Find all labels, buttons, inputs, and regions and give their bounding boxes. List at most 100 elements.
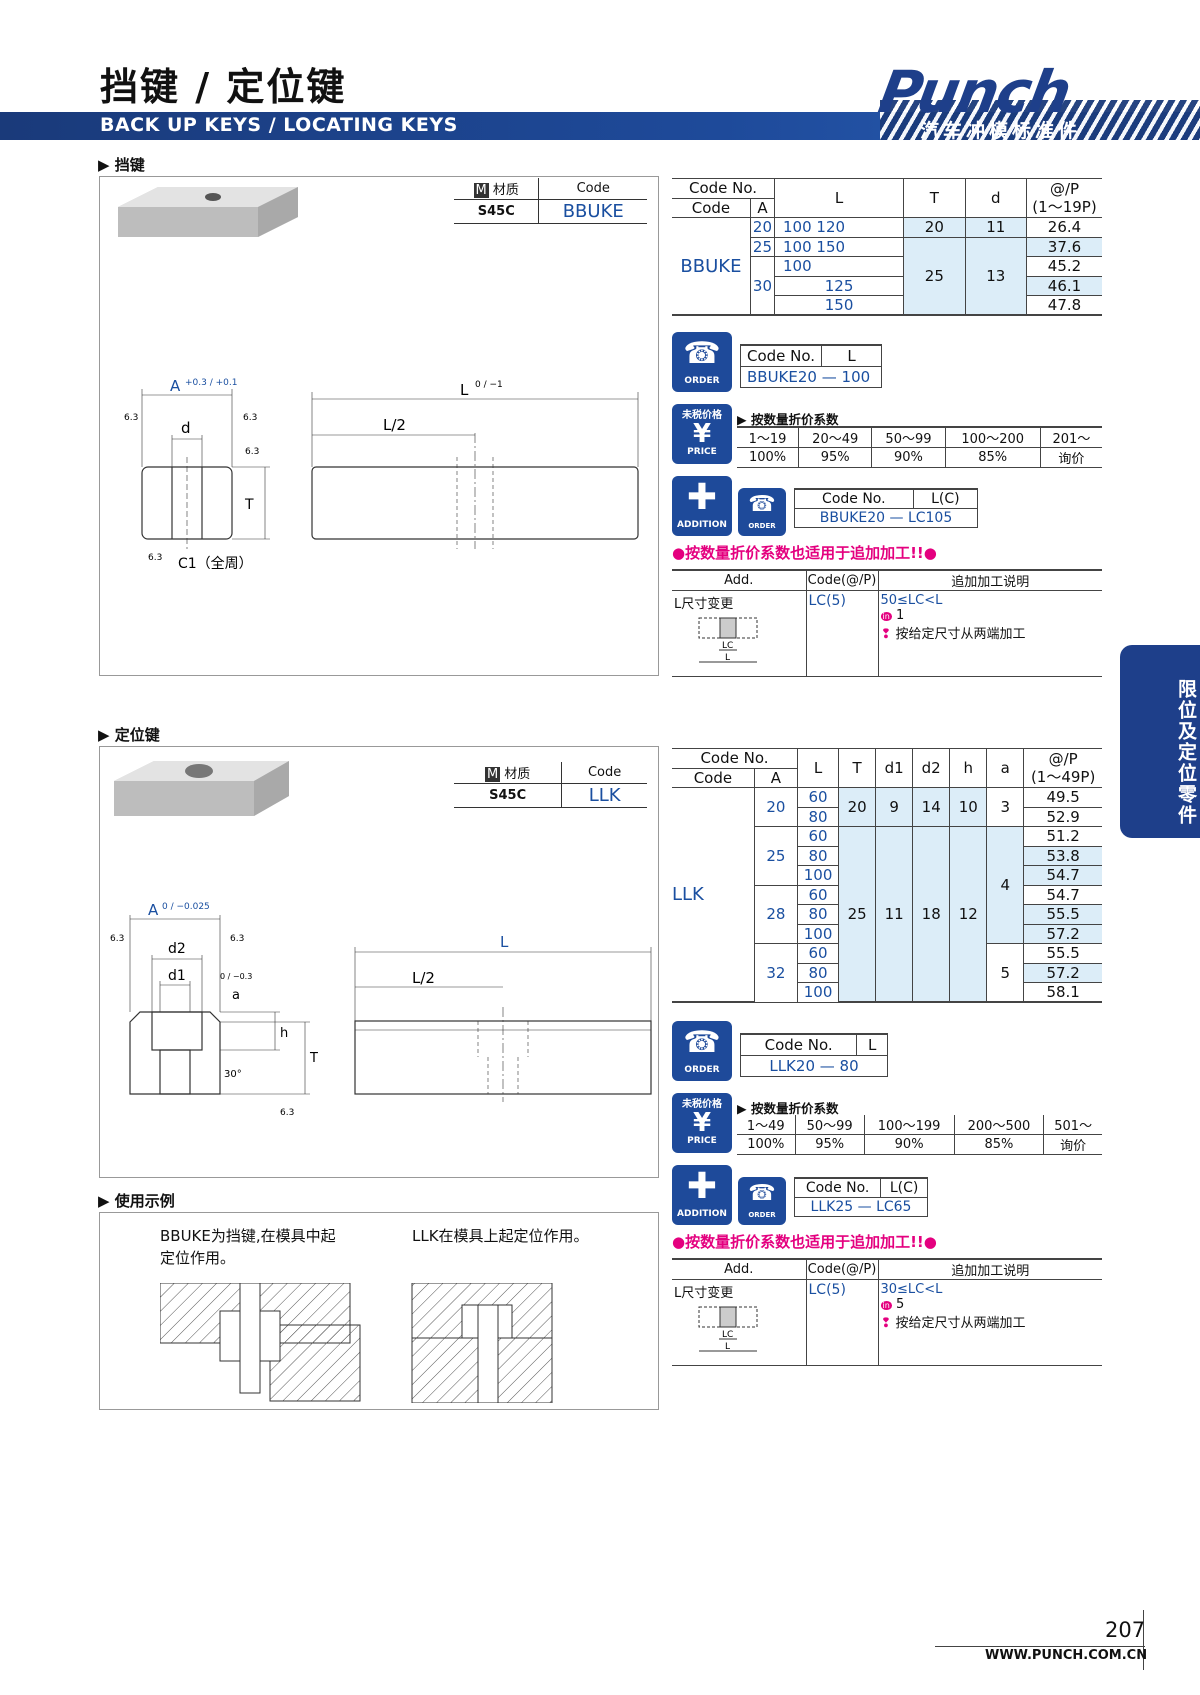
side-tab[interactable]: 限位及定位零件 — [1120, 645, 1200, 838]
order-badge-locating: ☎ORDER — [672, 1021, 732, 1081]
roughness-2: 6.3 — [243, 413, 257, 423]
yen-icon: ¥ — [692, 1108, 712, 1138]
roughness-3: 6.3 — [230, 934, 244, 944]
dim-a: A — [148, 901, 159, 919]
addition-example-backup: Code No.L(C) BBUKE20 — LC105 — [794, 488, 979, 528]
dim-d1: d1 — [168, 968, 186, 984]
usage-illustration — [160, 1283, 553, 1403]
info-icon: ❢ — [880, 1316, 892, 1331]
page-number: 207 — [1105, 1618, 1146, 1642]
phone-icon: ☎ — [683, 1025, 721, 1060]
brand-subtitle: 汽车冲模标准件 — [920, 120, 1082, 142]
dim-angle: 30° — [224, 1069, 242, 1080]
dim-h: h — [280, 1026, 288, 1041]
dim-d: d — [181, 419, 191, 437]
order-badge-small-locating: ☎ORDER — [738, 1177, 786, 1225]
dim-l2: L/2 — [412, 969, 435, 987]
price-badge-backup: 未税价格¥PRICE — [672, 404, 732, 464]
dim-d2: d2 — [168, 941, 186, 957]
svg-text:L: L — [725, 1342, 730, 1352]
lc-diagram: LC L — [698, 1306, 758, 1352]
drawing-box-backup: A +0.3 / +0.1 d T L 0 / −1 L/2 6.3 6.3 6… — [99, 176, 659, 676]
section-heading-backup: ▶ 挡键 — [98, 156, 145, 174]
addition-example-locating: Code No.L(C) LLK25 — LC65 — [793, 1177, 928, 1217]
price-title-backup: ▶ 按数量折价系数 — [737, 412, 839, 427]
roughness-4: 6.3 — [148, 553, 162, 563]
header-stripes — [880, 100, 1200, 140]
svg-text:LC: LC — [722, 641, 733, 651]
dim-t: T — [244, 497, 254, 513]
dim-a-tol2: 0 / −0.3 — [220, 972, 252, 981]
addition-note-backup: ●按数量折价系数也适用于追加加工!!● — [672, 544, 937, 562]
increment-icon: in — [880, 612, 892, 621]
section-heading-locating: ▶ 定位键 — [98, 726, 160, 744]
page-title: 挡键 / 定位键 — [100, 65, 347, 109]
dim-l: L — [460, 381, 469, 399]
order-badge-backup: ☎ORDER — [672, 332, 732, 392]
locating-key-drawing: A 0 / −0.025 d2 d1 a 0 / −0.3 h T L L/2 … — [110, 761, 652, 1118]
yen-icon: ¥ — [692, 419, 712, 449]
svg-text:LC: LC — [722, 1330, 733, 1340]
order-badge-small-backup: ☎ORDER — [738, 488, 786, 536]
footer-divider — [1143, 1610, 1144, 1670]
price-title-locating: ▶ 按数量折价系数 — [737, 1101, 839, 1116]
plus-icon: ✚ — [686, 1166, 718, 1207]
section-heading-example: ▶ 使用示例 — [98, 1192, 175, 1210]
order-example-locating: Code No.L LLK20 — 80 — [739, 1033, 888, 1077]
addition-badge-backup: ✚ADDITION — [672, 476, 732, 536]
price-badge-locating: 未税价格¥PRICE — [672, 1093, 732, 1153]
dim-a: A — [170, 377, 181, 395]
product-image — [118, 187, 298, 237]
increment-icon: in — [880, 1301, 892, 1310]
phone-icon: ☎ — [683, 336, 721, 371]
roughness-1: 6.3 — [124, 413, 138, 423]
phone-icon: ☎ — [748, 492, 776, 517]
dim-l-tol: 0 / −1 — [475, 380, 503, 390]
footer-rule — [935, 1646, 1145, 1647]
roughness-2: 6.3 — [110, 934, 124, 944]
order-example-backup: Code No.L BBUKE20 — 100 — [739, 344, 883, 388]
dim-c1: C1（全周） — [178, 555, 253, 572]
dim-l: L — [500, 933, 509, 951]
drawing-box-locating: A 0 / −0.025 d2 d1 a 0 / −0.3 h T L L/2 … — [99, 746, 659, 1178]
footer-url: WWW.PUNCH.COM.CN — [985, 1648, 1148, 1663]
lc-diagram: LC L — [698, 617, 758, 663]
backup-key-drawing: A +0.3 / +0.1 d T L 0 / −1 L/2 6.3 6.3 6… — [118, 187, 639, 572]
dim-a-small: a — [232, 988, 240, 1003]
info-icon: ❢ — [880, 627, 892, 642]
dim-a-tol: +0.3 / +0.1 — [185, 378, 237, 388]
dim-l2: L/2 — [383, 416, 406, 434]
usage-text-1: BBUKE为挡键,在模具中起定位作用。 — [160, 1227, 336, 1267]
dim-t: T — [309, 1051, 318, 1066]
usage-text-2: LLK在模具上起定位作用。 — [412, 1227, 589, 1245]
addition-note-locating: ●按数量折价系数也适用于追加加工!!● — [672, 1233, 937, 1251]
plus-icon: ✚ — [686, 477, 718, 518]
roughness-3: 6.3 — [245, 447, 259, 457]
svg-text:L: L — [725, 653, 730, 663]
dim-a-tol: 0 / −0.025 — [162, 902, 210, 912]
phone-icon: ☎ — [748, 1181, 776, 1206]
page-subtitle: BACK UP KEYS / LOCATING KEYS — [100, 114, 458, 136]
addition-badge-locating: ✚ADDITION — [672, 1165, 732, 1225]
product-image — [114, 761, 289, 816]
roughness-1: 6.3 — [280, 1108, 294, 1118]
material-icon: M — [473, 183, 489, 198]
usage-example-box: BBUKE为挡键,在模具中起定位作用。 LLK在模具上起定位作用。 — [99, 1212, 659, 1410]
